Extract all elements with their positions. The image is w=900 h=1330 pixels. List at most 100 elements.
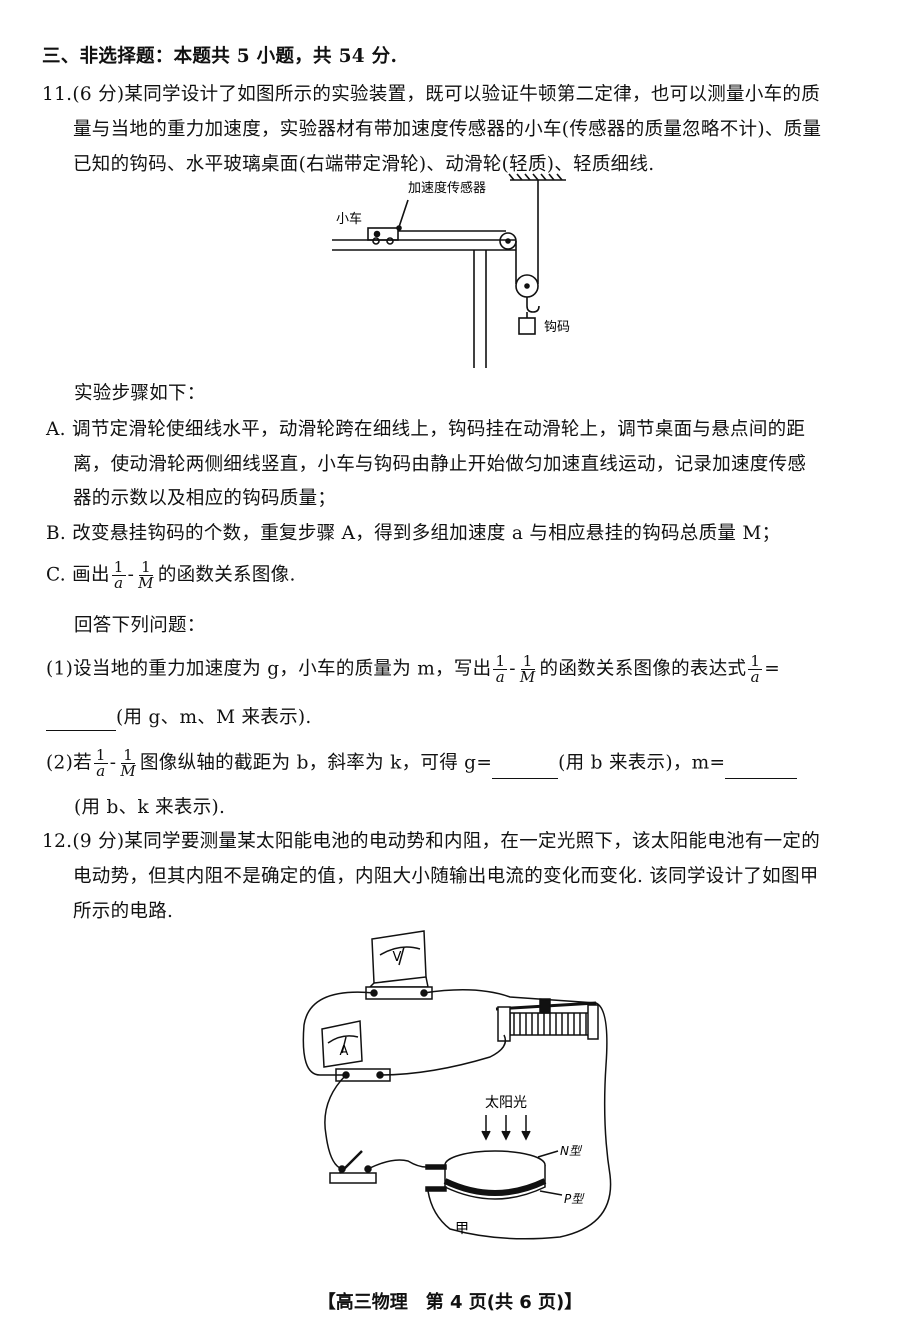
sunlight-arrowhead-1 [481, 1130, 491, 1141]
solar-cell-tab-top [425, 1164, 447, 1170]
q11-apparatus-figure: 加速度传感器 小车 钩码 [332, 173, 570, 368]
q11-line1: 11.(6 分)某同学设计了如图所示的实验装置，既可以验证牛顿第二定律，也可以测… [42, 82, 820, 108]
step-a-line3: 器的示数以及相应的钩码质量； [73, 488, 337, 509]
sunlight-arrowhead-3 [521, 1130, 531, 1141]
cart-body [367, 227, 399, 241]
frac-num: 1 [139, 558, 153, 576]
cart-wheel-left [372, 237, 380, 245]
rheostat-end-left [497, 1006, 511, 1042]
step-a-line1: A. 调节定滑轮使细线水平，动滑轮跨在细线上，钩码挂在动滑轮上，调节桌面与悬点间… [46, 419, 806, 440]
part-2-pre: (2)若 [46, 752, 92, 774]
figure-caption: 甲 [455, 1221, 469, 1237]
frac-num: 1 [493, 652, 508, 670]
frac-den: a [96, 762, 106, 780]
q11-line3: 已知的钩码、水平玻璃桌面(右端带定滑轮)、动滑轮(轻质)、轻质细线. [73, 154, 655, 175]
q12-circuit-figure: V A 太阳光 N型 P型 甲 [302, 930, 612, 1240]
frac-num: 1 [93, 746, 108, 764]
label-weight: 钩码 [544, 320, 570, 335]
step-a-line2: 离，使动滑轮两侧细线竖直，小车与钩码由静止开始做匀加速直线运动，记录加速度传感 [73, 454, 807, 475]
ceiling-hatch [508, 173, 563, 181]
solar-cell-tab-bottom [425, 1186, 447, 1192]
voltmeter-scale [379, 946, 421, 956]
frac-den: a [114, 574, 124, 592]
q11-line2: 量与当地的重力加速度，实验器材有带加速度传感器的小车(传感器的质量忽略不计)、质… [73, 119, 822, 140]
part-1-line2-text: (用 g、m、M 来表示). [116, 707, 312, 728]
fixed-pulley-axle [505, 238, 511, 244]
q12-line1: 12.(9 分)某同学要测量某太阳能电池的电动势和内阻，在一定光照下，该太阳能电… [42, 829, 820, 855]
step-b: B. 改变悬挂钩码的个数，重复步骤 A，得到多组加速度 a 与相应悬挂的钩码总质… [46, 523, 781, 544]
answer-title: 回答下列问题： [74, 615, 206, 636]
dash: - [109, 752, 117, 774]
label-cart: 小车 [336, 211, 362, 227]
frac-num: 1 [121, 746, 136, 764]
dash: - [127, 564, 135, 586]
label-sunlight: 太阳光 [485, 1095, 527, 1111]
wire-voltmeter-to-rheostat-to-cell [423, 989, 612, 1240]
frac-num: 1 [111, 558, 126, 576]
wire-ammeter-to-switch [324, 1074, 347, 1170]
ammeter-face [321, 1020, 363, 1068]
hook [526, 297, 540, 313]
part-1-pre: (1)设当地的重力加速度为 g，小车的质量为 m，写出 [46, 658, 492, 680]
part-2-line2: (用 b、k 来表示). [74, 797, 226, 818]
sunlight-arrowhead-2 [501, 1130, 511, 1141]
q12-text-1: (9 分)某同学要测量某太阳能电池的电动势和内阻，在一定光照下，该太阳能电池有一… [72, 831, 821, 852]
label-acceleration-sensor: 加速度传感器 [408, 180, 486, 196]
answer-blank-m[interactable] [725, 758, 798, 779]
step-c-pre: C. 画出 [46, 564, 110, 586]
section-header: 三、非选择题：本题共 5 小题，共 54 分. [42, 46, 398, 67]
frac-den: a [495, 668, 505, 686]
wire-switch-to-cell [367, 1159, 427, 1170]
rheostat-end-right [587, 1004, 599, 1040]
n-type-leader [537, 1150, 559, 1158]
voltmeter-needle [398, 946, 405, 966]
frac-den: M [120, 762, 136, 780]
p-type-leader [539, 1190, 563, 1196]
part-1-line2: (用 g、m、M 来表示). [46, 705, 312, 731]
q12-line2: 电动势，但其内阻不是确定的值，内阻大小随输出电流的变化而变化. 该同学设计了如图… [73, 866, 819, 887]
q11-text-1: (6 分)某同学设计了如图所示的实验装置，既可以验证牛顿第二定律，也可以测量小车… [72, 84, 821, 105]
q12-number: 12. [42, 831, 73, 852]
sensor-leader [397, 199, 409, 231]
ammeter-needle [341, 1036, 347, 1054]
switch-base [329, 1172, 377, 1184]
answer-blank-1[interactable] [46, 710, 116, 731]
steps-title: 实验步骤如下： [74, 383, 206, 404]
step-c-post: 的函数关系图像. [157, 564, 296, 586]
cart-dot [373, 230, 381, 238]
label-voltmeter: V [393, 950, 402, 965]
part-2-mid2: (用 b 来表示)，m= [558, 752, 726, 774]
part-2-mid: 图像纵轴的截距为 b，斜率为 k，可得 g= [139, 752, 493, 774]
frac-den: M [519, 668, 536, 686]
solar-cell-p-layer [443, 1178, 547, 1196]
weight-block [518, 317, 536, 335]
frac-num: 1 [520, 652, 535, 670]
acceleration-sensor [396, 225, 402, 231]
q11-number: 11. [42, 84, 73, 105]
frac-num: 1 [748, 652, 763, 670]
part-1-post: = [764, 658, 780, 680]
frac-den: a [750, 668, 760, 686]
label-n-type: N型 [560, 1144, 583, 1158]
part-1-mid: 的函数关系图像的表达式 [539, 658, 747, 680]
label-ammeter: A [340, 1044, 349, 1059]
label-p-type: P型 [564, 1192, 585, 1206]
frac-den: M [138, 574, 154, 592]
wire-voltmeter-to-ammeter [302, 991, 375, 1076]
rheostat-windings [513, 1013, 587, 1035]
rheostat-slider[interactable] [539, 998, 551, 1014]
cart-wheel-right [386, 237, 394, 245]
page-footer: 【高三物理 第 4 页(共 6 页)】 [317, 1292, 583, 1313]
answer-blank-g[interactable] [492, 758, 559, 779]
